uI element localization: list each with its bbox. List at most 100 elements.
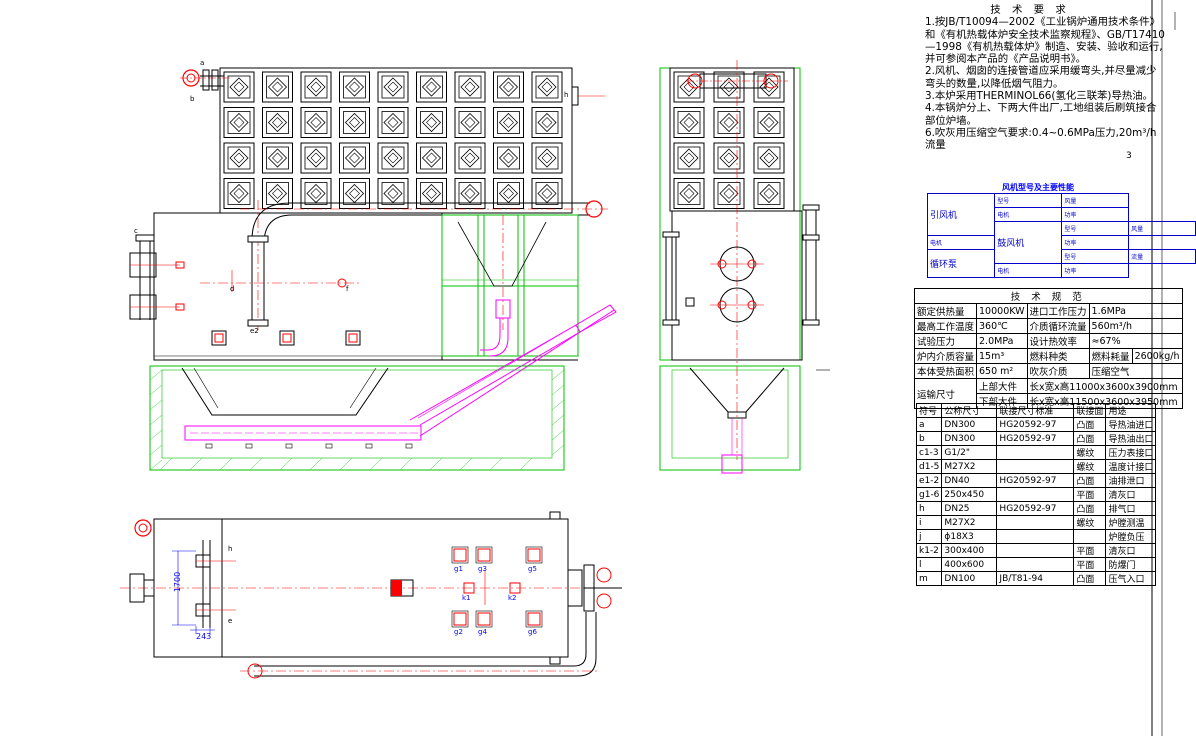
tube-cell — [416, 142, 447, 174]
technical-notes: 技 术 要 求 1.按JB/T10094—2002《工业锅炉通用技术条件》和《有… — [925, 4, 1165, 152]
motor-row-label: 鼓风机 — [994, 221, 1063, 264]
conn-cell: 平面 — [1073, 543, 1107, 558]
tube-cell — [531, 178, 563, 209]
conn-cell: 凸面 — [1073, 501, 1107, 516]
label-k2: k2 — [508, 594, 517, 602]
label-g3: g3 — [478, 565, 487, 573]
tube-cell — [377, 178, 409, 209]
conn-cell — [996, 487, 1075, 502]
motor-row-label: 引风机 — [926, 193, 996, 236]
conn-cell: HG20592-97 — [996, 417, 1075, 432]
motor-row-label: 循环泵 — [926, 249, 996, 278]
conn-cell: 压力表接口 — [1105, 445, 1157, 460]
side-tube-cell — [753, 178, 785, 209]
conn-cell — [996, 445, 1075, 460]
side-tube-cell — [673, 142, 705, 174]
tube-cell — [262, 142, 293, 174]
spec-cell: 10000KW — [976, 303, 1028, 319]
tube-cell — [416, 178, 447, 209]
conn-cell: m — [915, 571, 943, 586]
label-b: b — [190, 95, 195, 103]
side-tube-cell — [713, 71, 745, 103]
spec-cell: 1.6MPa — [1088, 303, 1183, 319]
spec-cell: 560m³/h — [1088, 318, 1183, 334]
tube-cell — [223, 142, 255, 174]
motor-cell: 功率 — [1061, 207, 1130, 222]
conn-cell: 250x450 — [941, 487, 998, 502]
label-g2: g2 — [454, 628, 463, 636]
conn-cell — [996, 529, 1075, 544]
conn-cell: b — [915, 431, 943, 446]
motor-cell: 电机 — [926, 235, 996, 250]
tube-cell — [223, 178, 255, 209]
dim-243: 243 — [196, 632, 212, 641]
tube-cell — [300, 142, 332, 174]
spec-cell: 上部大件 — [976, 378, 1028, 394]
side-tube-cell — [713, 107, 745, 138]
note-2: 2.风机、烟囱的连接管道应采用缓弯头,并尽量减少弯头的数量,以降低烟气阻力。 — [925, 65, 1157, 90]
tube-cell — [339, 107, 370, 138]
label-g1: g1 — [454, 565, 463, 573]
notes-title: 技 术 要 求 — [990, 4, 1070, 16]
conn-cell: ϕ18X3 — [941, 529, 998, 544]
spec-cell: 压缩空气 — [1088, 363, 1183, 379]
motor-table: 引风机型号风量电机功率鼓风机型号风量电机功率循环泵型号流量电机功率 — [926, 193, 1196, 278]
conn-cell: 温度计接口 — [1105, 459, 1157, 474]
tube-cell — [493, 142, 524, 174]
conn-cell: h — [915, 501, 943, 516]
label-a: a — [200, 59, 205, 67]
conn-cell: 清灰口 — [1105, 487, 1157, 502]
conn-cell: 400x600 — [941, 557, 998, 572]
conn-cell: 凸面 — [1073, 417, 1107, 432]
conn-header: 联接尺寸标准 — [996, 403, 1075, 418]
conn-cell: HG20592-97 — [996, 501, 1075, 516]
spec-cell: 最高工作温度 — [913, 318, 978, 334]
conn-header: 用途 — [1105, 403, 1157, 418]
tube-cell — [262, 107, 293, 138]
conn-header: 联接面 — [1073, 403, 1107, 418]
dim-1700: 1700 — [173, 571, 183, 593]
conn-cell: 螺纹 — [1073, 445, 1107, 460]
tube-cell — [493, 107, 524, 138]
label-plan-h: h — [228, 545, 233, 553]
spec-cell: 介质循环流量 — [1026, 318, 1090, 334]
conn-cell: 清灰口 — [1105, 543, 1157, 558]
motor-cell: 功率 — [1061, 263, 1130, 278]
label-d: d — [230, 285, 235, 293]
conn-cell — [996, 515, 1075, 530]
pit-hatch — [149, 369, 565, 471]
motor-cell: 风量 — [1128, 221, 1196, 236]
conn-cell: 防爆门 — [1105, 557, 1157, 572]
conn-cell — [996, 459, 1075, 474]
conn-cell: 排气口 — [1105, 501, 1157, 516]
tube-cell — [223, 107, 255, 138]
tube-cell — [339, 178, 370, 209]
spec-cell: 试验压力 — [913, 333, 978, 349]
label-c: c — [134, 227, 138, 235]
conn-cell: c1-3 — [915, 445, 943, 460]
conn-cell: 300x400 — [941, 543, 998, 558]
side-tube-grid — [673, 71, 785, 209]
conn-cell: e1-2 — [915, 473, 943, 488]
conn-cell: j — [915, 529, 943, 544]
conn-cell: a — [915, 417, 943, 432]
side-tube-cell — [713, 142, 745, 174]
tube-cell — [531, 71, 563, 103]
conn-cell: G1/2" — [941, 445, 998, 460]
spec-cell: 额定供热量 — [913, 303, 978, 319]
conn-cell: 炉膛测温 — [1105, 515, 1157, 530]
tube-cell — [454, 142, 486, 174]
conn-cell: k1-2 — [915, 543, 943, 558]
spec-cell: 650 m² — [976, 363, 1028, 379]
conn-cell: g1-6 — [915, 487, 943, 502]
conn-cell: DN100 — [941, 571, 998, 586]
tube-cell — [454, 178, 486, 209]
side-tube-cell — [673, 178, 705, 209]
